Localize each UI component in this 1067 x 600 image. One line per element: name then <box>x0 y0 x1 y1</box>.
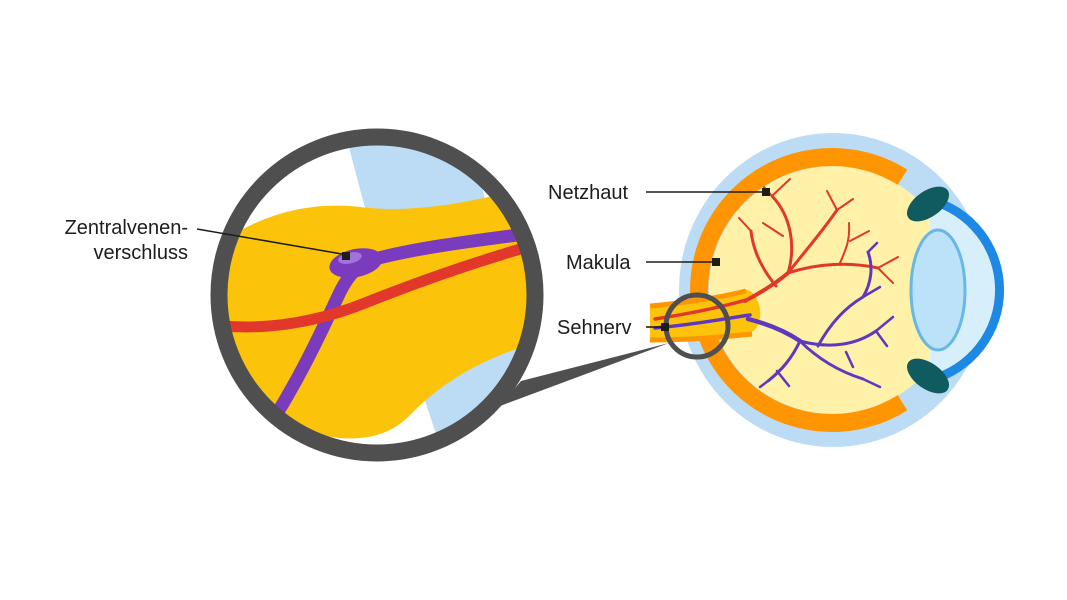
eye-cross-section <box>649 133 1004 447</box>
marker-optic-nerve <box>661 323 669 331</box>
lens <box>909 228 967 352</box>
marker-occlusion <box>342 252 350 260</box>
magnifier <box>210 128 544 462</box>
optic-nerve-sheath-bottom <box>649 331 753 343</box>
marker-macula <box>712 258 720 266</box>
optic-nerve-sheath-top <box>649 288 747 309</box>
zoom-connector <box>500 343 669 406</box>
ciliary-body-bottom <box>906 358 950 394</box>
retinal-artery-tree <box>738 178 899 303</box>
marker-retina <box>762 188 770 196</box>
leader-line-occlusion <box>196 228 343 255</box>
label-occlusion-line2: verschluss <box>94 242 188 264</box>
label-macula: Makula <box>566 252 631 274</box>
vein-branches <box>766 250 878 383</box>
ciliary-body-top <box>906 186 950 222</box>
artery-branches <box>749 194 880 288</box>
label-retina: Netzhaut <box>548 182 628 204</box>
magnifier-content <box>219 137 535 453</box>
central-artery-magnified <box>219 235 535 333</box>
magnifier-border <box>210 128 544 462</box>
vein-trunk <box>745 316 803 344</box>
label-optic-nerve: Sehnerv <box>557 317 632 339</box>
vein-twigs <box>758 241 895 389</box>
cornea <box>925 195 1004 385</box>
choroid-ring <box>690 148 908 432</box>
artery-trunk <box>743 271 790 303</box>
retinal-vein-tree <box>745 241 895 389</box>
label-occlusion-line1: Zentralvenen- <box>65 217 188 239</box>
annotations: Zentralvenen- verschluss Netzhaut Makula… <box>65 182 770 339</box>
